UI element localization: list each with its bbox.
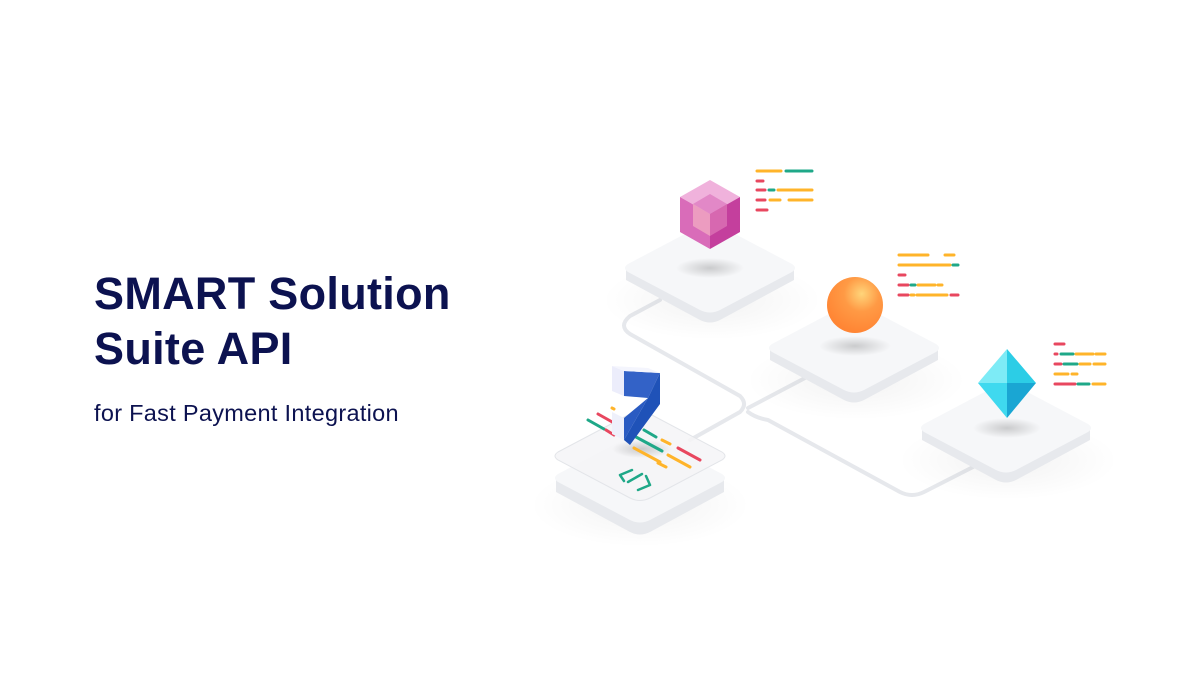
- code-lines-blue-platform: [586, 406, 702, 469]
- code-snippet-3: [1053, 342, 1107, 386]
- orange-sphere-icon: [827, 277, 883, 333]
- hero-subtitle: for Fast Payment Integration: [94, 400, 399, 426]
- hero-title-line1: SMART Solution: [94, 268, 451, 319]
- hero-title: SMART Solution Suite API: [94, 266, 451, 376]
- code-snippet-1: [755, 169, 814, 212]
- cyan-diamond-icon: [978, 349, 1036, 418]
- blue-logo-platform: [530, 411, 750, 547]
- hero-title-line2: Suite API: [94, 323, 293, 374]
- code-snippet-2: [897, 253, 960, 297]
- orange-sphere-platform: [746, 303, 966, 420]
- blue-logo-icon: [612, 366, 660, 445]
- code-brackets-icon: [618, 468, 652, 492]
- pink-cube-platform: [602, 223, 822, 340]
- hero-text: SMART Solution Suite API for Fast Paymen…: [94, 266, 451, 427]
- pink-cube-icon: [680, 180, 740, 249]
- cyan-diamond-platform: [898, 383, 1118, 500]
